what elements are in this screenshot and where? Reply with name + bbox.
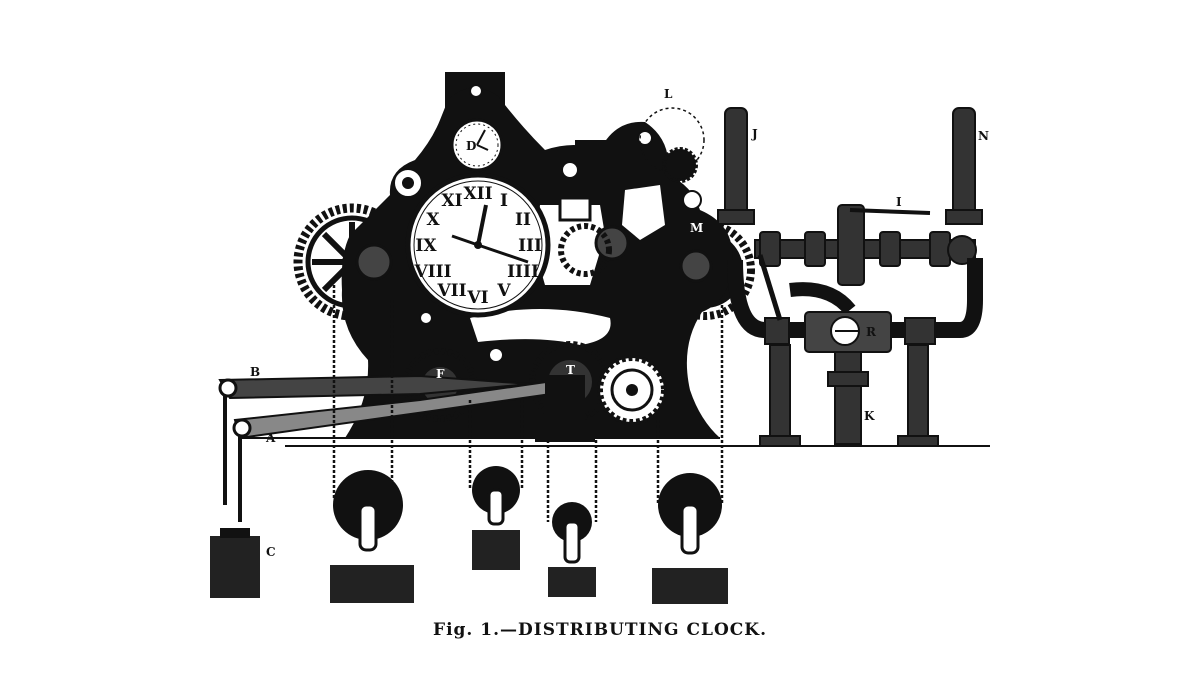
label-b: B (250, 365, 260, 379)
label-n: N (978, 129, 989, 143)
label-i: I (896, 195, 902, 209)
clock-numeral: VIII (413, 262, 451, 282)
clock-numeral: XII (463, 184, 492, 204)
label-m: M (690, 221, 703, 235)
pipe-k (834, 351, 862, 445)
chains (332, 280, 724, 522)
label-c: C (266, 545, 276, 559)
valve-body (837, 204, 865, 286)
label-d: D (466, 139, 476, 153)
pulley-weight-4 (652, 473, 728, 604)
lever-pedestal-base (535, 432, 595, 442)
label-t: T (566, 363, 575, 377)
clock-numeral: II (515, 210, 531, 230)
label-e: E (655, 114, 664, 128)
weight-c (210, 536, 260, 598)
clock-numeral: III (518, 236, 542, 256)
label-h: H (575, 257, 586, 271)
support-leg-left (769, 344, 791, 446)
pulley-weight-3 (548, 502, 596, 597)
handle-i (849, 208, 931, 215)
pipework (717, 107, 983, 447)
label-f: F (436, 367, 445, 381)
frame-window-lower (470, 309, 611, 345)
gear-lower-right (597, 355, 667, 425)
pulley-weight-1 (330, 470, 414, 603)
pipe-j (724, 107, 748, 219)
clock-numeral: IX (415, 236, 437, 256)
lever-pedestal (545, 375, 585, 437)
lever-b (218, 374, 531, 400)
frame-window-right (622, 185, 665, 240)
label-k: K (864, 409, 875, 423)
clock-numeral: IIII (507, 262, 539, 282)
pipe-n (952, 107, 976, 219)
label-l: L (664, 87, 673, 101)
figure-caption: Fig. 1.—DISTRIBUTING CLOCK. (433, 620, 767, 640)
small-dial-d (450, 118, 504, 172)
clock-numeral: X (426, 210, 440, 230)
minute-hand (477, 243, 529, 264)
clock-numeral: VII (436, 281, 466, 301)
clock-numeral: XI (441, 191, 462, 211)
frame-bolts (393, 84, 702, 363)
rods-to-weight-c (223, 395, 242, 522)
hour-hand (476, 204, 488, 246)
clock-numeral: VI (466, 288, 488, 308)
label-a: A (265, 431, 276, 445)
support-leg-right (907, 344, 929, 446)
pulley-weight-2 (472, 466, 520, 570)
frame-bosses (355, 225, 713, 283)
clock-numeral: V (496, 281, 511, 301)
clock-numeral: I (500, 191, 508, 211)
minute-hand-tail (451, 234, 479, 247)
escapement-mechanism (558, 107, 705, 277)
label-r: R (866, 325, 877, 339)
label-j: J (751, 127, 758, 141)
